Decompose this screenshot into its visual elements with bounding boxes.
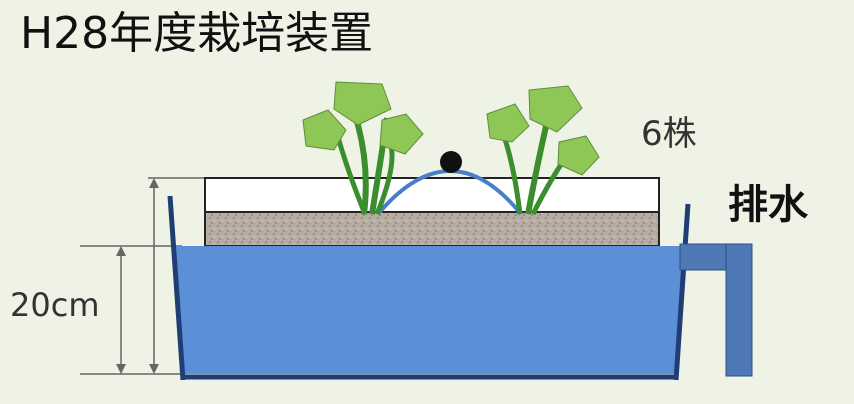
plant-count-label: 6株 (641, 114, 697, 154)
planting-box-frame (204, 177, 660, 213)
soil-layer (204, 211, 660, 247)
diagram-title: H28年度栽培装置 (20, 8, 374, 59)
drain-label: 排水 (728, 182, 808, 228)
dimension-guides (80, 177, 205, 375)
drip-emitter (440, 151, 462, 173)
water-tank (176, 246, 688, 374)
plant-left (302, 81, 424, 215)
tank-outline (167, 195, 691, 381)
drain-pipe (679, 243, 753, 377)
height-label: 20cm (10, 286, 100, 324)
plant-right (486, 85, 600, 216)
